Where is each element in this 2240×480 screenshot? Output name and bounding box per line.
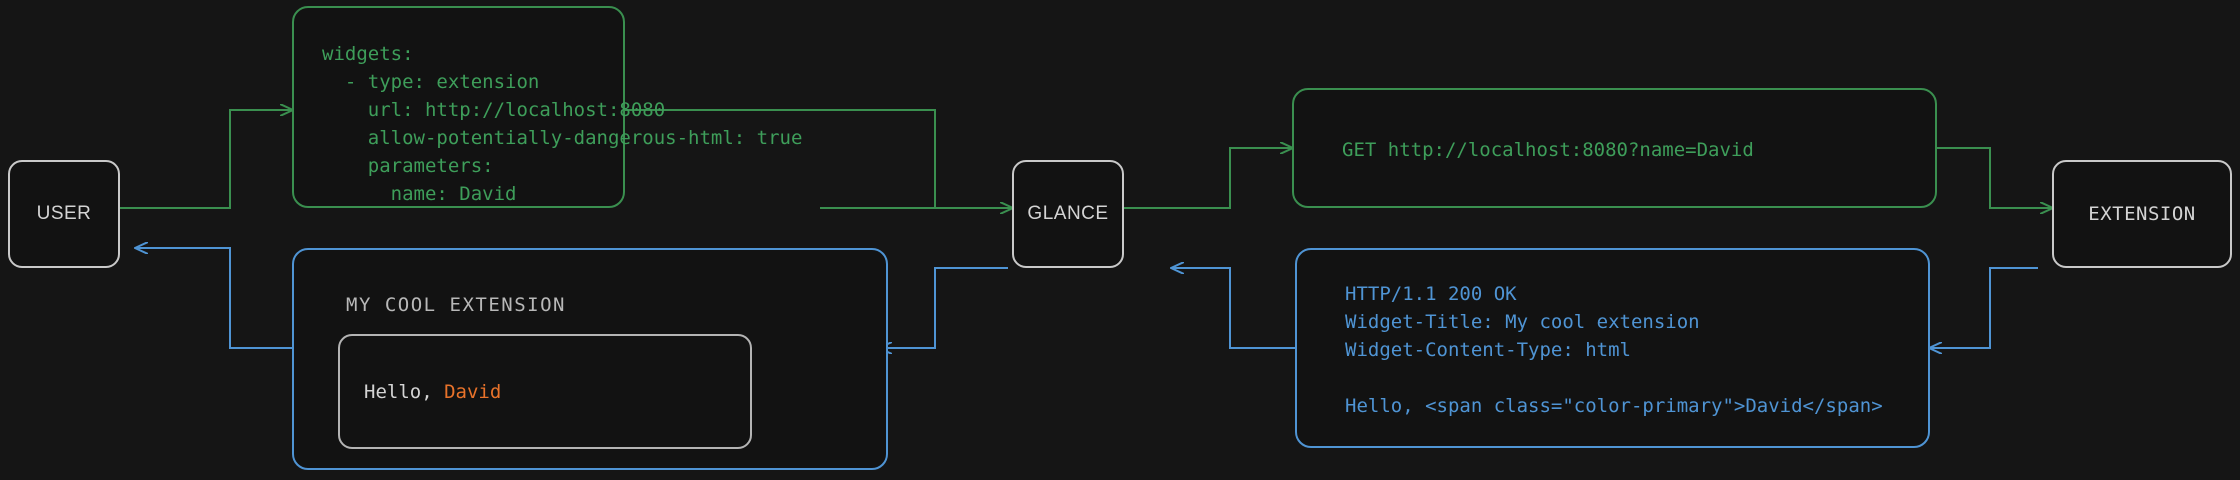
rendered-widget-greeting-name: David [444,380,502,403]
rendered-widget-body: Hello, David [338,334,752,449]
http-response-text: HTTP/1.1 200 OK Widget-Title: My cool ex… [1345,283,1883,417]
card-http-response: HTTP/1.1 200 OK Widget-Title: My cool ex… [1295,248,1930,448]
node-extension[interactable]: EXTENSION [2052,160,2232,268]
edge-glance-to-widget [880,267,1008,348]
rendered-widget-greeting-prefix: Hello, [364,380,445,403]
rendered-widget-title: MY COOL EXTENSION [346,294,566,316]
edge-user-to-config [120,110,292,209]
card-http-request: GET http://localhost:8080?name=David [1292,88,1937,208]
http-request-text: GET http://localhost:8080?name=David [1342,139,1754,161]
node-user-label: USER [36,203,92,224]
edge-widget-to-user [136,248,292,349]
card-yaml-config: widgets: - type: extension url: http://l… [292,6,802,208]
node-glance[interactable]: GLANCE [1012,160,1124,268]
edge-request-to-extension [1937,147,2052,208]
rendered-widget-greeting: Hello, David [340,381,501,403]
card-rendered-widget: MY COOL EXTENSION Hello, David [292,248,888,470]
edge-response-to-glance [1172,268,1295,349]
edge-extension-to-response [1930,267,2038,348]
node-extension-label: EXTENSION [2088,203,2196,225]
node-glance-label: GLANCE [1027,203,1109,224]
node-user[interactable]: USER [8,160,120,268]
yaml-config-text: widgets: - type: extension url: http://l… [322,43,803,205]
